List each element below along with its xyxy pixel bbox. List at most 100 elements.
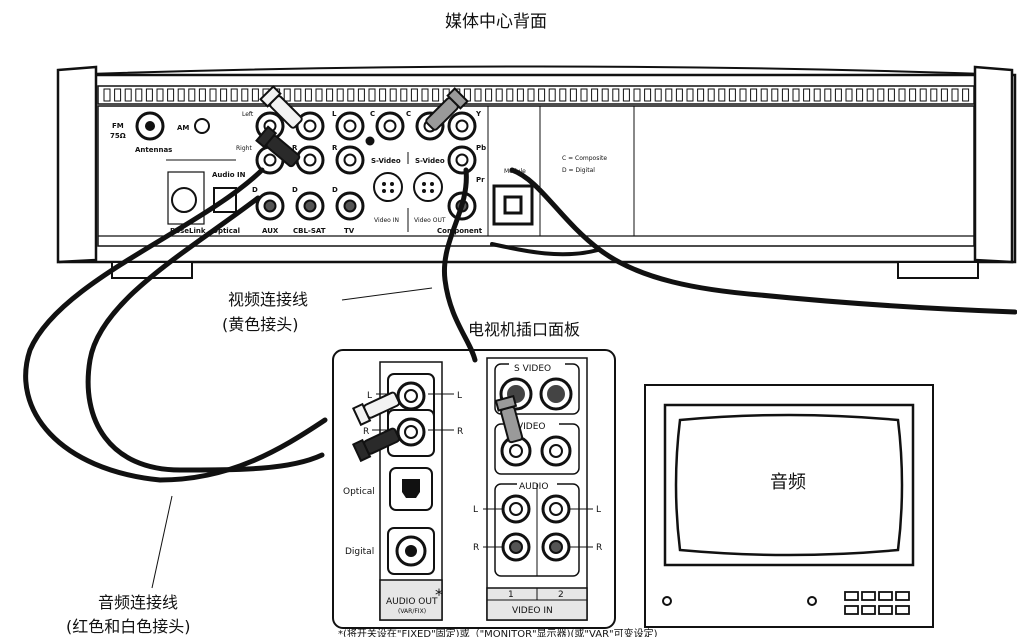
vent-slot xyxy=(421,88,429,102)
vent-slot xyxy=(198,88,206,102)
media-center-title: 媒体中心背面 xyxy=(445,12,547,32)
tv-audio-l-right: L xyxy=(596,505,601,515)
tv-optical-port[interactable] xyxy=(402,479,420,498)
vent-slot xyxy=(887,88,895,102)
rca-jack[interactable] xyxy=(375,111,405,141)
am-label: AM xyxy=(177,124,189,132)
vent-slot xyxy=(665,88,673,102)
vent-slot xyxy=(622,88,630,102)
video-cable-yellow xyxy=(441,167,478,363)
vent-slot xyxy=(739,88,747,102)
rca-jack[interactable] xyxy=(335,145,365,175)
vent-slot xyxy=(792,88,800,102)
tv-screen-text: 音频 xyxy=(770,472,806,493)
tv-button xyxy=(878,605,893,615)
left-label: Left xyxy=(242,111,254,118)
video-cable-leader xyxy=(341,287,433,301)
tv-audio-r-right: R xyxy=(596,543,602,553)
audio-out-star: * xyxy=(435,585,443,604)
television: 音频 xyxy=(644,384,934,628)
r-marker-1: R xyxy=(292,144,298,152)
digital-cable-loop xyxy=(490,242,600,257)
footnote: *(将开关设在"FIXED"固定)或（"MONITOR"显示器)(或"VAR"可… xyxy=(338,627,658,637)
rca-jack[interactable] xyxy=(447,145,477,175)
vent-slot xyxy=(548,88,556,102)
vent-slot xyxy=(877,88,885,102)
vent-slot xyxy=(188,88,196,102)
rca-jack[interactable] xyxy=(335,191,365,221)
vent-slot xyxy=(707,88,715,102)
s-video-out-port[interactable] xyxy=(413,172,443,202)
pr-label: Pr xyxy=(476,176,485,184)
vent-slot xyxy=(368,88,376,102)
vent-slot xyxy=(675,88,683,102)
tv-button xyxy=(844,605,859,615)
rca-jack[interactable] xyxy=(447,111,477,141)
vent-slot xyxy=(718,88,726,102)
tv-button xyxy=(878,591,893,601)
d-marker-2: D xyxy=(292,186,298,194)
audio-cable-white xyxy=(23,167,328,483)
video-cable-label-line1: 视频连接线 xyxy=(228,290,308,309)
vent-slot xyxy=(856,88,864,102)
vent-slot xyxy=(728,88,736,102)
vent-slot xyxy=(940,88,948,102)
c-marker-2: C xyxy=(406,110,411,118)
video-in-label: Video IN xyxy=(374,217,399,224)
tv-power-indicator xyxy=(662,596,672,606)
tv-plugs xyxy=(351,391,524,463)
boselink-port[interactable] xyxy=(171,187,197,213)
rca-jack[interactable] xyxy=(295,191,325,221)
s-video-in-port[interactable] xyxy=(373,172,403,202)
video-out-label: Video OUT xyxy=(414,217,446,224)
audio-out-r-right: R xyxy=(457,427,463,437)
vent-slot xyxy=(612,88,620,102)
vent-slot xyxy=(803,88,811,102)
tv-jack-panel: AUDIO OUT * (VAR/FIX) L L R R Optical Di… xyxy=(332,349,616,629)
pb-label: Pb xyxy=(476,144,486,152)
tv-sensor xyxy=(807,596,817,606)
d-marker-1: D xyxy=(252,186,258,194)
vent-slot xyxy=(220,88,228,102)
vent-slot xyxy=(474,88,482,102)
mc-plugs xyxy=(255,85,469,168)
right-label: Right xyxy=(236,145,252,152)
tv-button xyxy=(895,591,910,601)
vent-slot xyxy=(389,88,397,102)
cables xyxy=(23,167,1017,483)
vent-slot xyxy=(930,88,938,102)
vent-slot xyxy=(230,88,238,102)
l-marker-2: L xyxy=(332,110,337,118)
s-video-in-label: S-Video xyxy=(371,157,401,165)
tv-button xyxy=(844,591,859,601)
vent-slot xyxy=(209,88,217,102)
vent-slot xyxy=(145,88,153,102)
vent-slot xyxy=(432,88,440,102)
d-marker-3: D xyxy=(332,186,338,194)
vent-slot xyxy=(379,88,387,102)
rca-jack[interactable] xyxy=(335,111,365,141)
vent-slot xyxy=(516,88,524,102)
vent-slot xyxy=(114,88,122,102)
rca-jack[interactable] xyxy=(295,145,325,175)
vent-slot xyxy=(781,88,789,102)
audio-out-sub: (VAR/FIX) xyxy=(398,608,426,615)
vent-slot xyxy=(591,88,599,102)
vent-slot xyxy=(909,88,917,102)
audio-label: AUDIO xyxy=(519,482,548,492)
audio-in-label: Audio IN xyxy=(212,171,246,179)
vent-slot xyxy=(177,88,185,102)
vent-slot xyxy=(760,88,768,102)
vent-slot xyxy=(686,88,694,102)
vent-slot xyxy=(834,88,842,102)
vent-slot xyxy=(771,88,779,102)
vent-slot xyxy=(410,88,418,102)
vent-slot xyxy=(103,88,111,102)
am-antenna-jack[interactable] xyxy=(194,118,210,134)
vent-slot xyxy=(357,88,365,102)
rca-jack[interactable] xyxy=(255,191,285,221)
vent-slot xyxy=(697,88,705,102)
rca-jack[interactable] xyxy=(255,111,285,141)
audio-out-label: AUDIO OUT xyxy=(386,597,438,607)
vent-slot xyxy=(580,88,588,102)
